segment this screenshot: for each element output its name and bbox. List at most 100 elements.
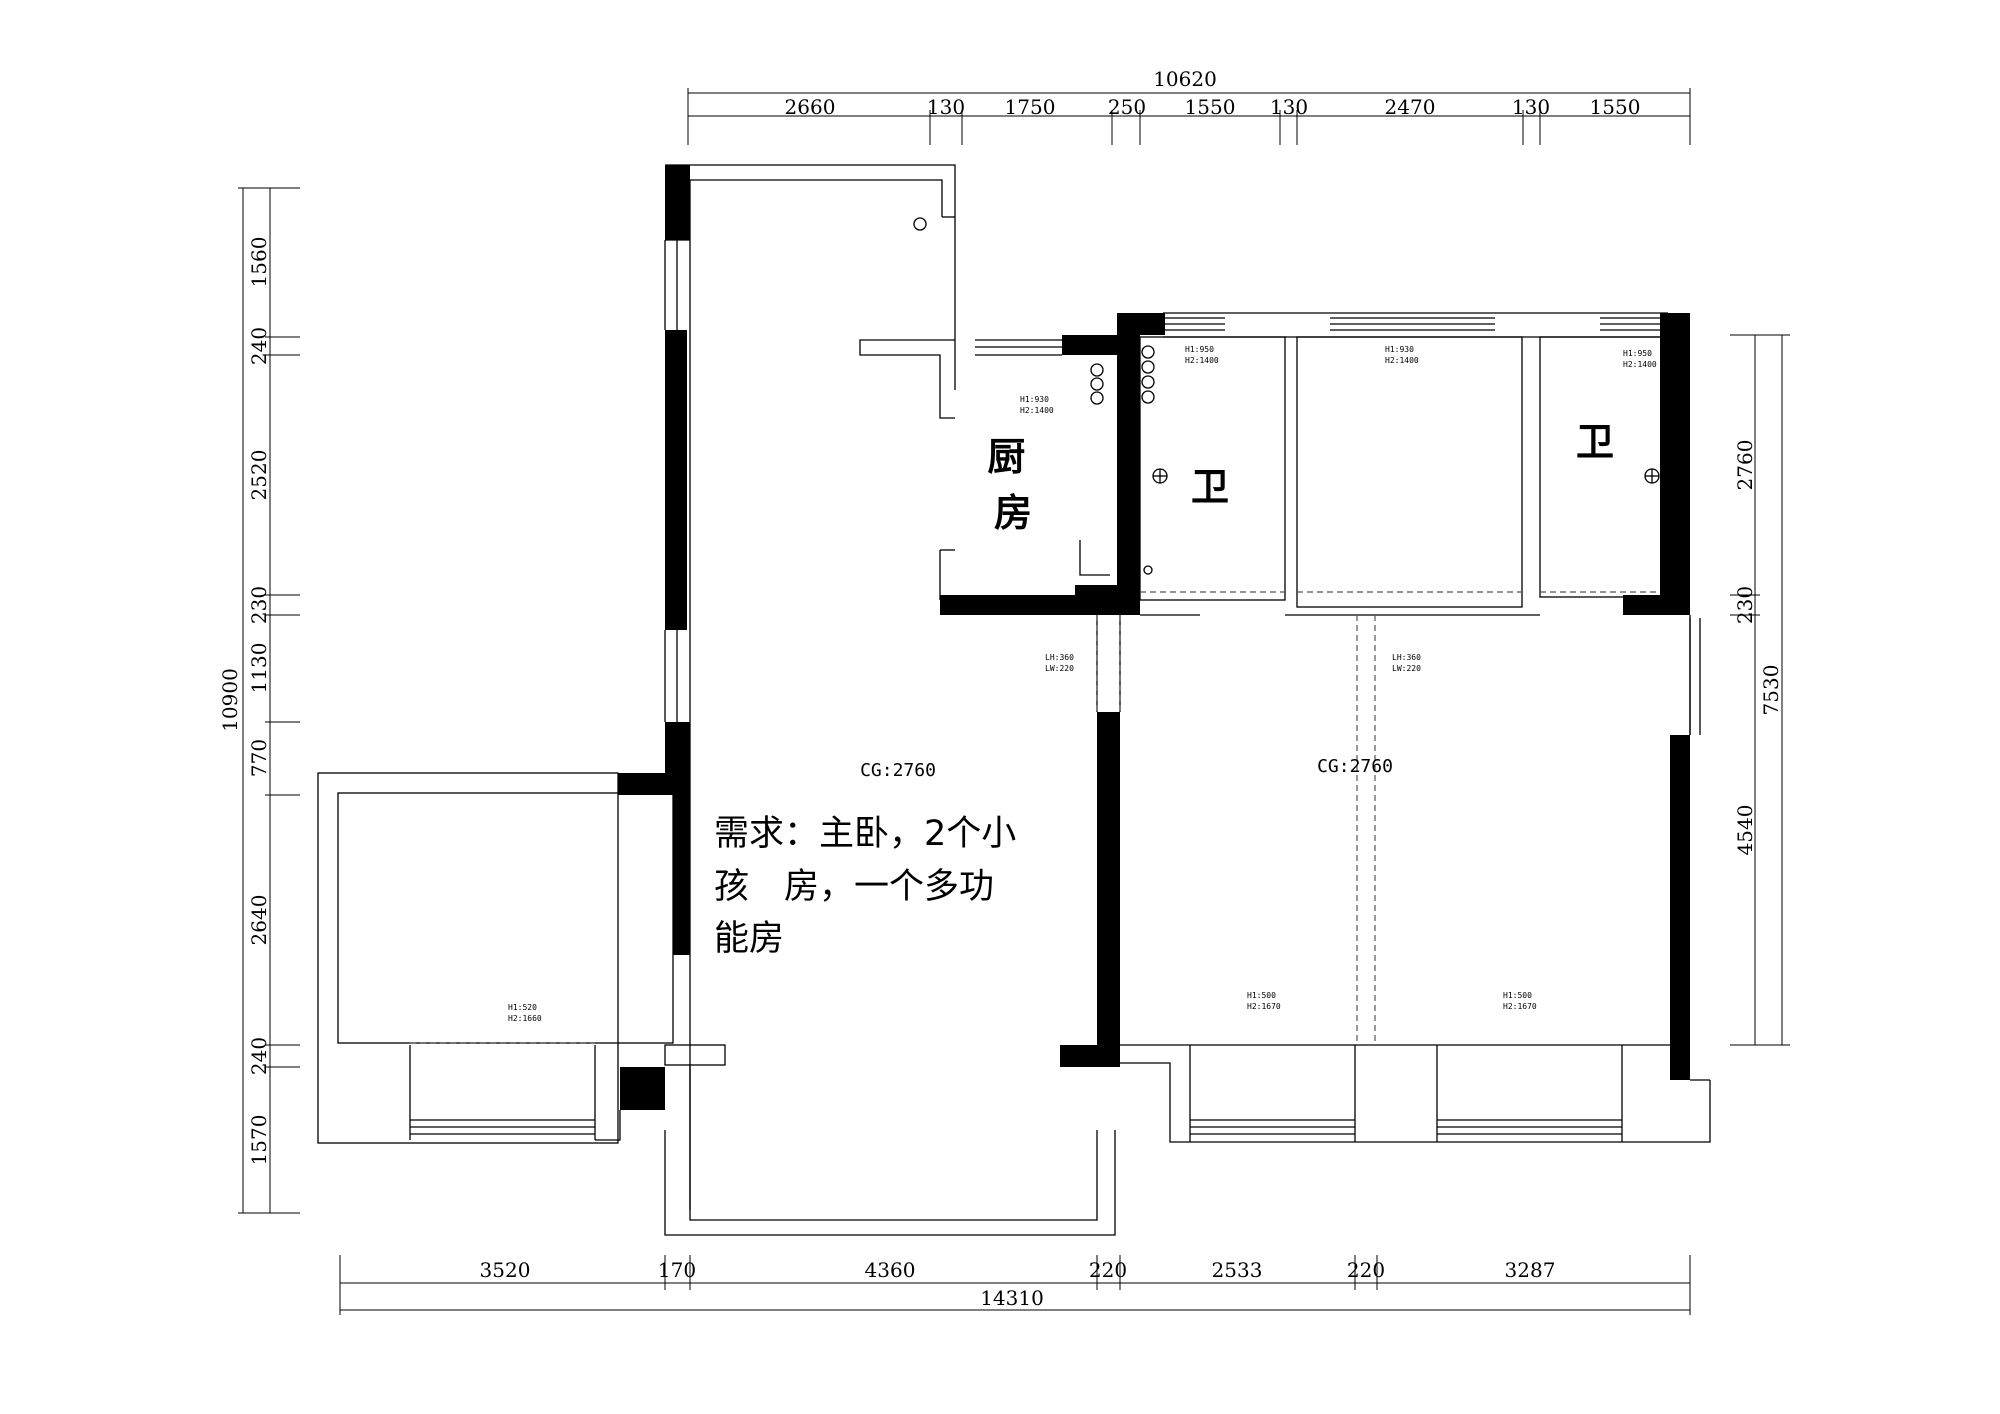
wall	[1623, 595, 1690, 615]
window-note: H1:950	[1185, 345, 1214, 354]
left-dimension-segment: 240	[247, 327, 271, 365]
window-note: H2:1400	[1020, 406, 1054, 415]
window-bath2-north	[1600, 317, 1660, 331]
top-dimension-segment: 1550	[1185, 95, 1236, 119]
window-west-south	[410, 1119, 595, 1135]
top-dimension-segment: 1550	[1590, 95, 1641, 119]
bathroom-1-label: 卫	[1191, 464, 1229, 509]
left-dimension-segment: 1560	[247, 237, 271, 288]
wall	[1670, 1045, 1690, 1080]
gas-pipe-icon	[1090, 391, 1104, 405]
window-bath1-north	[1165, 317, 1225, 331]
bathroom-2-label: 卫	[1576, 419, 1614, 464]
beam-note: LW:220	[1045, 664, 1074, 673]
right-total-dimension: 7530	[1759, 665, 1783, 716]
window-notes: H1:930 H2:1400 H1:950 H2:1400 H1:930 H2:…	[508, 345, 1657, 1023]
left-dimension-chain: 10900 1560 240 2520 230 1130 770 2640 24…	[218, 187, 300, 1214]
window-mid-north	[1330, 317, 1495, 331]
left-dimension-segment: 230	[247, 586, 271, 624]
wall	[618, 773, 670, 795]
drain-icon	[913, 217, 927, 231]
ceiling-height-label: CG:2760	[860, 760, 936, 781]
beam-lines	[410, 591, 1668, 1045]
bottom-dimension-segment: 3520	[480, 1258, 531, 1282]
top-dimension-segment: 130	[927, 95, 965, 119]
windows	[410, 240, 1701, 1135]
left-dimension-segment: 2520	[247, 450, 271, 501]
requirement-line: 需求：主卧，2个小	[714, 814, 1016, 854]
gas-pipe-icon	[1090, 377, 1104, 391]
bottom-dimension-segment: 2533	[1212, 1258, 1263, 1282]
left-dimension-segment: 240	[247, 1037, 271, 1075]
requirement-note: 需求：主卧，2个小 孩 房，一个多功 能房	[714, 814, 1016, 959]
thin-outlines	[317, 164, 1711, 1236]
right-dimension-segment: 230	[1733, 586, 1757, 624]
floor-drain-icon	[1644, 468, 1660, 484]
floor-drain-icon	[1152, 468, 1168, 484]
kitchen-label-char: 房	[994, 490, 1032, 535]
wall	[1075, 585, 1117, 597]
window-note: H2:1400	[1385, 356, 1419, 365]
pipe-icon	[1671, 377, 1685, 391]
bottom-dimension-segment: 220	[1347, 1258, 1385, 1282]
top-dimension-segment: 130	[1512, 95, 1550, 119]
window-kitchen-north	[975, 339, 1062, 356]
wall	[1062, 335, 1117, 355]
beam-notes: LH:360 LW:220 LH:360 LW:220	[1045, 653, 1421, 673]
top-dimension-chain: 10620 2660 130 1750 250 1550 130 2470 13…	[687, 67, 1691, 145]
left-dimension-segment: 2640	[247, 895, 271, 946]
top-dimension-segment: 250	[1108, 95, 1146, 119]
wall	[1660, 313, 1690, 615]
left-total-dimension: 10900	[218, 668, 242, 732]
kitchen-label-char: 厨	[987, 434, 1025, 479]
window-note: H1:930	[1385, 345, 1414, 354]
wall	[1117, 313, 1140, 615]
wall	[665, 330, 687, 630]
beam-note: LH:360	[1392, 653, 1421, 662]
wall	[673, 795, 690, 955]
pipe-icon	[1143, 565, 1153, 575]
bottom-dimension-segment: 3287	[1505, 1258, 1556, 1282]
left-dimension-segment: 1570	[247, 1115, 271, 1166]
wall	[1117, 313, 1165, 335]
beam-note: LW:220	[1392, 664, 1421, 673]
window-note: H2:1400	[1623, 360, 1657, 369]
pipe-icon	[1660, 560, 1670, 570]
pipe-icon	[1141, 360, 1155, 374]
pipe-icon	[1141, 390, 1155, 404]
top-dimension-segment: 1750	[1005, 95, 1056, 119]
window-note: H2:1660	[508, 1014, 542, 1023]
window-room2-south	[1437, 1119, 1622, 1135]
top-total-dimension: 10620	[1153, 67, 1217, 91]
bottom-total-dimension: 14310	[980, 1286, 1044, 1310]
window-note: H1:950	[1623, 349, 1652, 358]
bottom-dimension-segment: 220	[1089, 1258, 1127, 1282]
fixtures	[913, 217, 1685, 575]
kitchen-label: 厨 房	[987, 434, 1038, 535]
beam-note: LH:360	[1045, 653, 1074, 662]
window-note: H2:1670	[1503, 1002, 1537, 1011]
left-dimension-segment: 770	[247, 739, 271, 777]
ceiling-height-label: CG:2760	[1317, 756, 1393, 777]
right-dimension-chain: 7530 2760 230 4540	[1730, 334, 1790, 1046]
right-dimension-segment: 2760	[1733, 440, 1757, 491]
wall	[1060, 1045, 1120, 1067]
top-dimension-segment: 2660	[785, 95, 836, 119]
bottom-dimension-chain: 3520 170 4360 220 2533 220 3287 14310	[339, 1255, 1691, 1315]
pipe-icon	[1141, 375, 1155, 389]
window-note: H1:500	[1247, 991, 1276, 1000]
window-note: H1:500	[1503, 991, 1532, 1000]
requirement-line: 孩 房，一个多功	[714, 867, 994, 907]
wall	[665, 165, 690, 240]
pipe-icon	[1141, 345, 1155, 359]
window-note: H2:1670	[1247, 1002, 1281, 1011]
top-dimension-segment: 2470	[1385, 95, 1436, 119]
wall	[1097, 712, 1120, 1045]
right-dimension-segment: 4540	[1733, 805, 1757, 856]
bottom-dimension-segment: 170	[658, 1258, 696, 1282]
window-note: H1:520	[508, 1003, 537, 1012]
top-dimension-segment: 130	[1270, 95, 1308, 119]
left-dimension-segment: 1130	[247, 643, 271, 694]
pipe-icon	[1671, 345, 1685, 359]
